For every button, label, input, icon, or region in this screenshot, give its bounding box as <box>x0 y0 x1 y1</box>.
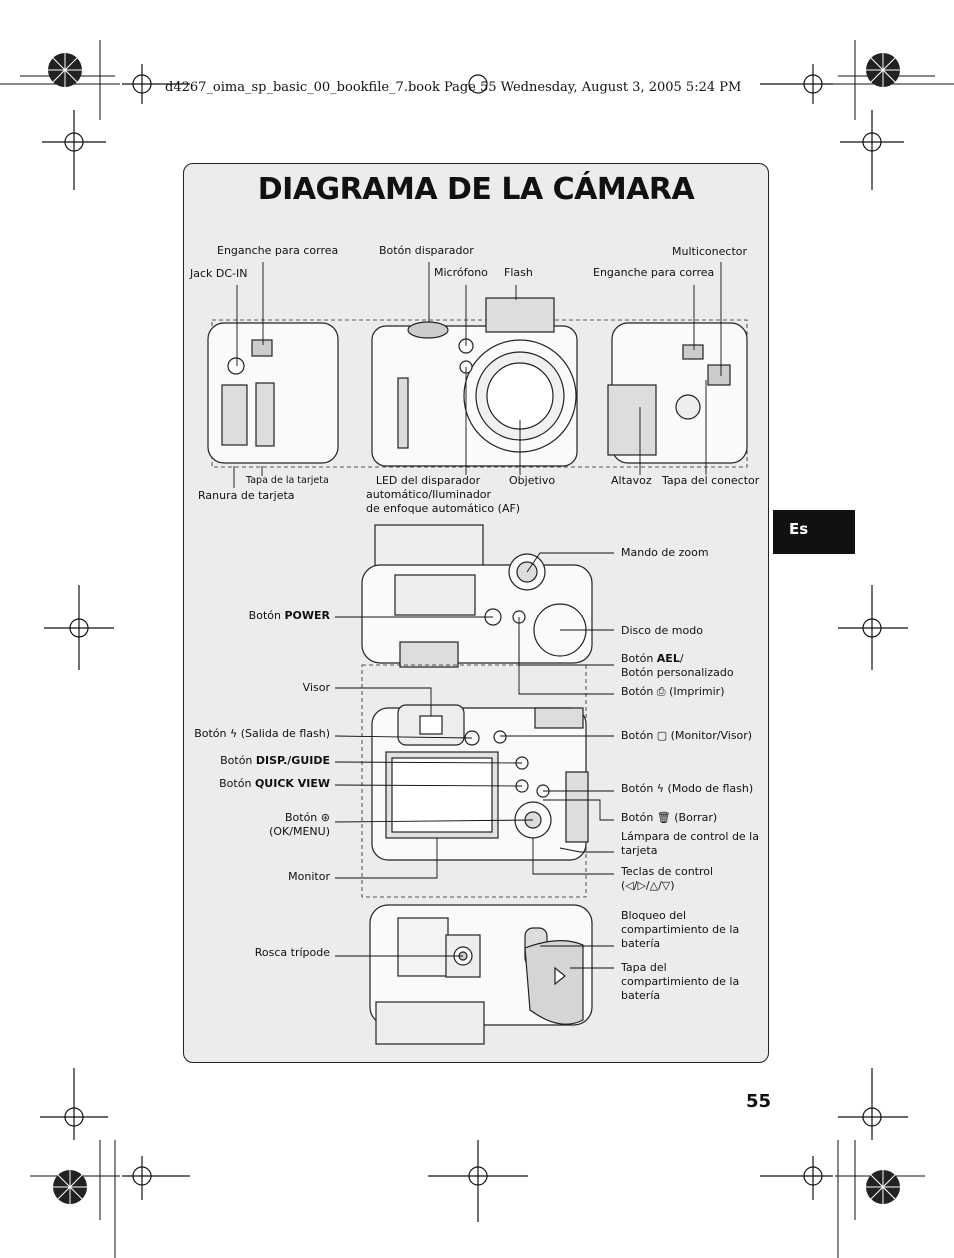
label-quick-bold: QUICK VIEW <box>254 777 330 790</box>
label-speaker: Altavoz <box>611 474 652 487</box>
label-dc-in-jack: Jack DC-IN <box>190 267 248 280</box>
label-lamp-line-1: Lámpara de control de la <box>621 830 759 843</box>
label-power-prefix: Botón <box>248 609 285 622</box>
label-lamp-line-2: tarjeta <box>621 844 658 857</box>
label-disp-guide-button: Botón DISP./GUIDE <box>190 754 330 768</box>
label-lock-line-2: compartimiento de la <box>621 923 740 936</box>
label-erase-button: Botón 🗑 (Borrar) <box>621 811 718 824</box>
label-monitor-viewfinder-button: Botón ▢ (Monitor/Visor) <box>621 729 753 742</box>
label-strap-eyelet-left: Enganche para correa <box>217 244 339 257</box>
label-microphone: Micrófono <box>434 266 488 279</box>
label-tripod-socket: Rosca trípode <box>254 946 330 959</box>
label-power-button: Botón POWER <box>230 609 330 623</box>
label-ok-line-2: (OK/MENU) <box>269 825 330 838</box>
label-ael-suffix: / <box>679 652 684 665</box>
label-zoom-lever: Mando de zoom <box>621 546 709 559</box>
label-card-access-lamp: Lámpara de control de la tarjeta <box>621 830 759 858</box>
label-battery-lock: Bloqueo del compartimiento de la batería <box>621 909 739 951</box>
header-text: d4267_oima_sp_basic_00_bookfile_7.book P… <box>165 80 742 95</box>
label-flash-popup-button: Botón ϟ (Salida de flash) <box>194 727 330 740</box>
label-mode-dial: Disco de modo <box>621 624 703 637</box>
label-af-led-line-2: automático/Iluminador <box>366 488 492 501</box>
label-cover-line-1: Tapa del <box>621 961 667 974</box>
label-lock-line-3: batería <box>621 937 661 950</box>
label-disp-bold: DISP./GUIDE <box>255 754 330 767</box>
label-strap-eyelet-right: Enganche para correa <box>593 266 715 279</box>
page-number: 55 <box>746 1091 772 1112</box>
label-disp-prefix: Botón <box>220 754 256 767</box>
label-flash-mode-button: Botón ϟ (Modo de flash) <box>621 782 754 795</box>
label-card-cover: Tapa de la tarjeta <box>246 475 329 486</box>
label-cover-line-2: compartimiento de la <box>621 975 740 988</box>
label-arrow-pad: Teclas de control (◁/▷/△/▽) <box>621 865 713 893</box>
label-connector-cover: Tapa del conector <box>662 474 760 487</box>
label-custom-button: Botón personalizado <box>621 666 734 679</box>
label-power-bold: POWER <box>284 609 330 622</box>
label-arrow-line-2: (◁/▷/△/▽) <box>621 879 675 892</box>
label-lens: Objetivo <box>509 474 556 487</box>
page-title: DIAGRAMA DE LA CÁMARA <box>257 172 695 207</box>
label-af-led: LED del disparador automático/Iluminador… <box>366 474 521 516</box>
label-af-led-line-1: LED del disparador <box>375 474 481 487</box>
label-quick-prefix: Botón <box>219 777 255 790</box>
label-ok-menu-button: Botón ⊛ (OK/MENU) <box>230 811 330 839</box>
label-shutter-button: Botón disparador <box>379 244 474 257</box>
label-ael-button: Botón AEL/ <box>621 652 684 666</box>
label-ael-prefix: Botón <box>621 652 657 665</box>
label-flash: Flash <box>504 266 533 279</box>
label-print-button: Botón ⎙ (Imprimir) <box>621 685 725 698</box>
label-arrow-line-1: Teclas de control <box>621 865 714 878</box>
language-tab: Es <box>773 510 855 554</box>
label-ok-line-1: Botón ⊛ <box>284 811 330 824</box>
label-multiconnector: Multiconector <box>672 245 748 258</box>
label-quick-view-button: Botón QUICK VIEW <box>190 777 330 791</box>
label-cover-line-3: batería <box>621 989 661 1002</box>
label-monitor: Monitor <box>288 870 330 883</box>
label-af-led-line-3: de enfoque automático (AF) <box>366 502 521 515</box>
label-lock-line-1: Bloqueo del <box>621 909 687 922</box>
label-ael-bold: AEL <box>656 652 680 665</box>
label-viewfinder: Visor <box>302 681 330 694</box>
label-card-slot: Ranura de tarjeta <box>198 489 295 502</box>
label-battery-cover: Tapa del compartimiento de la batería <box>621 961 739 1003</box>
